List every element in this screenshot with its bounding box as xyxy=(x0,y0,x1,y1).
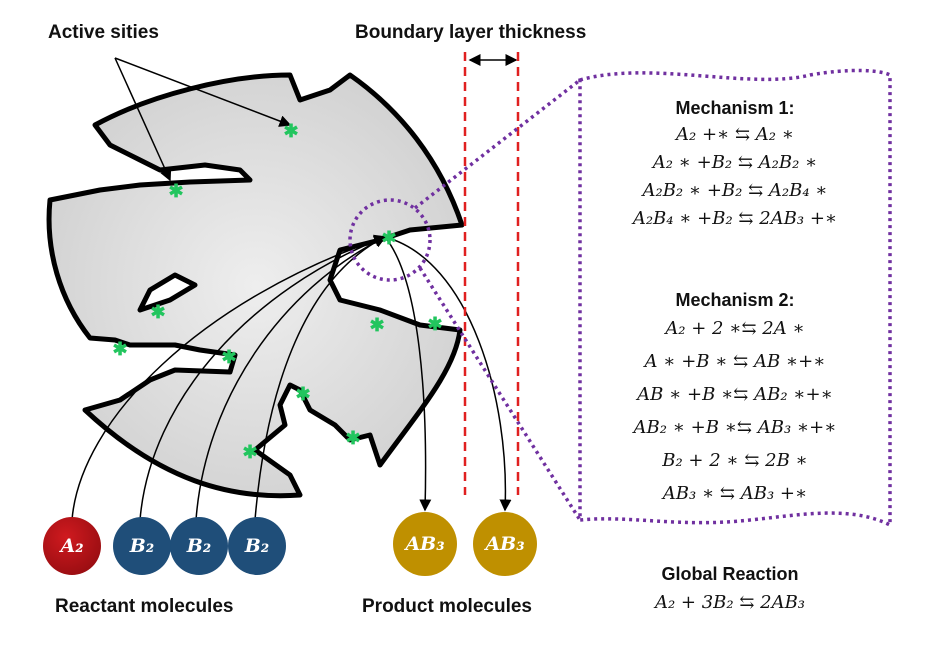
mechanism-2-step: AB₂ ∗ +B ∗⇆ AB₃ ∗+∗ xyxy=(633,417,837,438)
global-reaction-equation: A₂ + 3B₂ ⇆ 2AB₃ xyxy=(654,592,806,613)
zoom-callout xyxy=(348,68,892,528)
svg-text:✱: ✱ xyxy=(221,347,236,367)
svg-text:✱: ✱ xyxy=(369,315,384,335)
molecule-b2: B₂ xyxy=(170,517,228,575)
svg-text:✱: ✱ xyxy=(150,302,165,322)
mechanism-2-title: Mechanism 2: xyxy=(675,290,795,310)
mechanism-2-step: AB₃ ∗ ⇆ AB₃ +∗ xyxy=(662,483,808,504)
reactant-molecules-label: Reactant molecules xyxy=(55,596,234,617)
svg-text:✱: ✱ xyxy=(427,314,442,334)
mechanism-1-step: A₂ ∗ +B₂ ⇆ A₂B₂ ∗ xyxy=(652,152,818,173)
svg-text:✱: ✱ xyxy=(345,428,360,448)
svg-text:✱: ✱ xyxy=(381,228,396,248)
molecule-b2: B₂ xyxy=(228,517,286,575)
active-sites-label: Active sities xyxy=(48,22,159,43)
molecule-b2: B₂ xyxy=(113,517,171,575)
mechanism-1-step: A₂B₂ ∗ +B₂ ⇆ A₂B₄ ∗ xyxy=(642,180,828,201)
active-sites: ✱ ✱ ✱ ✱ ✱ ✱ ✱ ✱ ✱ ✱ ✱ xyxy=(112,121,442,462)
mechanism-2-step: A ∗ +B ∗ ⇆ AB ∗+∗ xyxy=(644,351,826,372)
mechanism-1-step: A₂ +∗ ⇆ A₂ ∗ xyxy=(676,124,794,145)
svg-text:✱: ✱ xyxy=(283,121,298,141)
mechanism-2-step: A₂ + 2 ∗⇆ 2A ∗ xyxy=(665,318,805,339)
mechanism-2-step: B₂ + 2 ∗ ⇆ 2B ∗ xyxy=(662,450,808,471)
svg-text:✱: ✱ xyxy=(242,442,257,462)
mechanism-1-step: A₂B₄ ∗ +B₂ ⇆ 2AB₃ +∗ xyxy=(632,208,838,229)
boundary-layer-label: Boundary layer thickness xyxy=(355,22,587,43)
svg-text:✱: ✱ xyxy=(295,384,310,404)
molecule-a2: A₂ xyxy=(43,517,101,575)
mechanism-1-title: Mechanism 1: xyxy=(675,98,795,118)
svg-text:✱: ✱ xyxy=(112,339,127,359)
product-molecules-label: Product molecules xyxy=(362,596,532,617)
global-reaction-title: Global Reaction xyxy=(661,564,799,584)
mechanism-2-step: AB ∗ +B ∗⇆ AB₂ ∗+∗ xyxy=(637,384,833,405)
svg-text:✱: ✱ xyxy=(168,181,183,201)
catalyst-particle xyxy=(46,72,465,499)
molecule-ab3: AB₃ xyxy=(393,512,457,576)
molecule-ab3: AB₃ xyxy=(473,512,537,576)
